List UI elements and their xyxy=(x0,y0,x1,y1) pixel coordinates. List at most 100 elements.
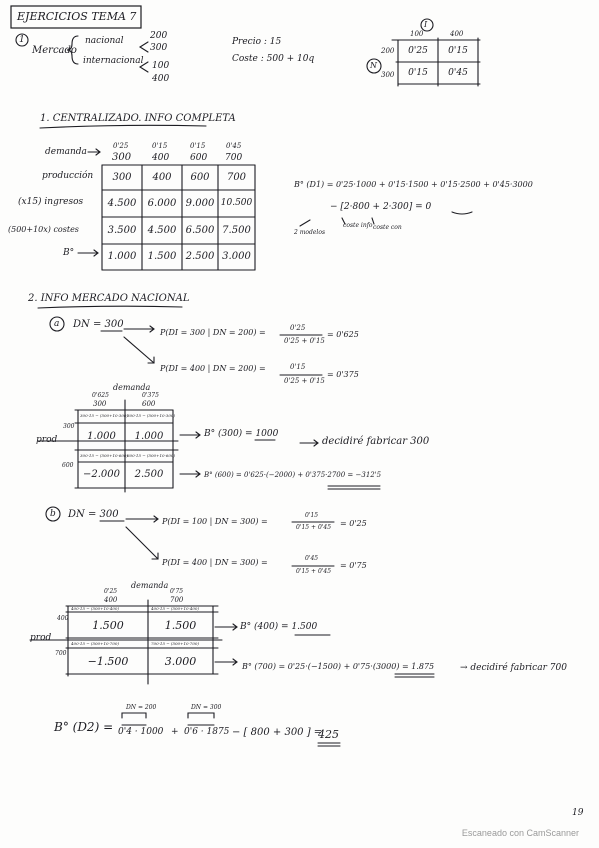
nacional-value-2: 300 xyxy=(150,43,168,53)
table-cell: 10.500 xyxy=(220,198,253,208)
final-term-1-condition: DN = 200 xyxy=(126,704,157,711)
demand-value-4: 700 xyxy=(225,153,243,163)
table-a-row-2: 600 xyxy=(62,462,74,469)
table-b-cell: −1.500 xyxy=(87,654,129,668)
table-b-col-2: 700 xyxy=(170,596,184,604)
plus-sign: + xyxy=(171,727,179,737)
note-coste-con: coste con xyxy=(373,224,402,231)
b-700-value: B° (700) = 0'25·(−1500) + 0'75·(3000) = … xyxy=(242,662,435,671)
table-cell: 1.500 xyxy=(147,251,177,262)
part-a-p1: P(DI = 300 | DN = 200) = xyxy=(160,328,266,337)
table-cell: 9.000 xyxy=(185,197,215,209)
table-cell: 6.500 xyxy=(185,224,215,236)
part-b-label: b xyxy=(50,509,56,519)
demand-prob-1: 0'25 xyxy=(113,142,129,150)
table-b-row-2: 700 xyxy=(55,650,67,657)
nacional-value-1: 200 xyxy=(150,31,168,41)
final-term-2: 0'6 · 1875 xyxy=(184,727,230,737)
table-a-prob-2: 0'375 xyxy=(142,392,159,399)
table-a-prod: prod xyxy=(36,435,58,445)
table-b-calc: 400·15 − (500+10·700) xyxy=(71,641,119,646)
table-b-prod: prod xyxy=(30,633,52,643)
final-term-2-condition: DN = 300 xyxy=(191,704,222,711)
part-b-p1-result: = 0'25 xyxy=(340,519,367,528)
part-b-p2-den: 0'15 + 0'45 xyxy=(296,568,332,575)
table-b-calc: 700·15 − (500+10·700) xyxy=(151,641,199,646)
table-b-col-1: 400 xyxy=(104,596,118,604)
section-2-heading: 2. INFO MERCADO NACIONAL xyxy=(28,293,190,304)
row-label-beneficio: B° xyxy=(63,248,75,258)
coste-text: Coste : 500 + 10q xyxy=(232,54,315,64)
table-cell: 3.500 xyxy=(107,224,137,236)
table-cell: 400 xyxy=(152,171,172,183)
table-b-cell: 1.500 xyxy=(92,618,124,632)
table-a-cell: 1.000 xyxy=(134,430,164,442)
table-cell: 3.000 xyxy=(222,251,251,262)
part-a-dn: DN = 300 xyxy=(73,319,124,330)
note-2-modelos: 2 modelos xyxy=(294,229,326,236)
formula-d1-costs: − [2·800 + 2·300] = 0 xyxy=(330,202,432,212)
part-a-label: a xyxy=(54,319,60,329)
table-cell: 4.500 xyxy=(147,224,177,236)
b-600-value: B° (600) = 0'625·(−2000) + 0'375·2700 = … xyxy=(204,471,382,479)
part-b-p2-result: = 0'75 xyxy=(340,561,367,570)
part-a-p1-den: 0'25 + 0'15 xyxy=(284,337,325,345)
part-b-p1-num: 0'15 xyxy=(305,512,319,519)
nacional-label: nacional xyxy=(85,36,124,46)
table-b-cell: 1.500 xyxy=(164,618,197,632)
mercado-label: Mercado xyxy=(32,45,77,56)
table-a-calc: 300·15 − (500+10·300) xyxy=(80,413,128,418)
table-b-row-1: 400 xyxy=(57,615,69,622)
table-a-demanda: demanda xyxy=(113,383,151,392)
part-b-p1: P(DI = 100 | DN = 300) = xyxy=(162,517,268,526)
demand-prob-2: 0'15 xyxy=(152,142,168,150)
table-a-col-2: 600 xyxy=(142,400,156,408)
row-label-produccion: producción xyxy=(42,171,94,181)
table-b-cell: 3.000 xyxy=(164,654,197,668)
table-b-calc: 400·15 − (500+10·400) xyxy=(71,606,119,611)
b-400-value: B° (400) = 1.500 xyxy=(240,622,318,632)
table-a-col-1: 300 xyxy=(93,400,107,408)
part-a-p2: P(DI = 400 | DN = 200) = xyxy=(160,364,266,373)
internacional-label: internacional xyxy=(83,56,144,66)
table-a-cell: 1.000 xyxy=(87,430,116,442)
part-b-p2-num: 0'45 xyxy=(305,555,319,562)
scanner-footer: Escaneado con CamScanner xyxy=(461,828,579,838)
table-b-prob-2: 0'75 xyxy=(170,588,184,595)
part-a-p2-result: = 0'375 xyxy=(327,370,359,379)
table-a-cell: −2.000 xyxy=(82,469,120,480)
table-a-calc: 600·15 − (500+10·600) xyxy=(127,453,175,458)
note-coste-info: coste info xyxy=(343,222,373,229)
matrix-row-label: N xyxy=(370,61,377,70)
part-a-p2-den: 0'25 + 0'15 xyxy=(284,377,325,385)
part-a-p2-num: 0'15 xyxy=(290,363,306,371)
row-label-ingresos: (x15) ingresos xyxy=(18,197,84,207)
table-b-calc: 400·15 − (500+10·400) xyxy=(151,606,199,611)
table-a-prob-1: 0'625 xyxy=(92,392,109,399)
table-cell: 600 xyxy=(190,171,210,183)
part-b-p2: P(DI = 400 | DN = 300) = xyxy=(162,558,268,567)
final-result: 425 xyxy=(318,728,339,741)
table-b-prob-1: 0'25 xyxy=(104,588,118,595)
final-costs: − [ 800 + 300 ] = xyxy=(232,727,323,738)
part-a-p1-result: = 0'625 xyxy=(327,330,359,339)
formula-d1: B° (D1) = 0'25·1000 + 0'15·1500 + 0'15·2… xyxy=(294,180,533,189)
table-a-calc: 300·15 − (500+10·300) xyxy=(127,413,175,418)
page-number: 19 xyxy=(572,808,584,818)
table-a-cell: 2.500 xyxy=(134,469,164,480)
internacional-value-1: 100 xyxy=(152,61,170,71)
matrix-col-label: I xyxy=(424,20,428,29)
internacional-value-2: 400 xyxy=(152,74,170,84)
table-b-demanda: demanda xyxy=(131,581,169,590)
row-label-costes: (500+10x) costes xyxy=(8,225,79,234)
matrix-cell: 0'15 xyxy=(448,45,468,56)
matrix-row-1: 200 xyxy=(381,47,395,55)
decision-a: decidiré fabricar 300 xyxy=(322,436,430,447)
table-cell: 300 xyxy=(112,171,132,183)
demand-value-3: 600 xyxy=(190,153,208,163)
table-cell: 1.000 xyxy=(107,251,137,262)
final-term-1: 0'4 · 1000 xyxy=(118,727,164,737)
section-1-heading: 1. CENTRALIZADO. INFO COMPLETA xyxy=(40,113,236,124)
demand-value-1: 300 xyxy=(112,152,132,163)
